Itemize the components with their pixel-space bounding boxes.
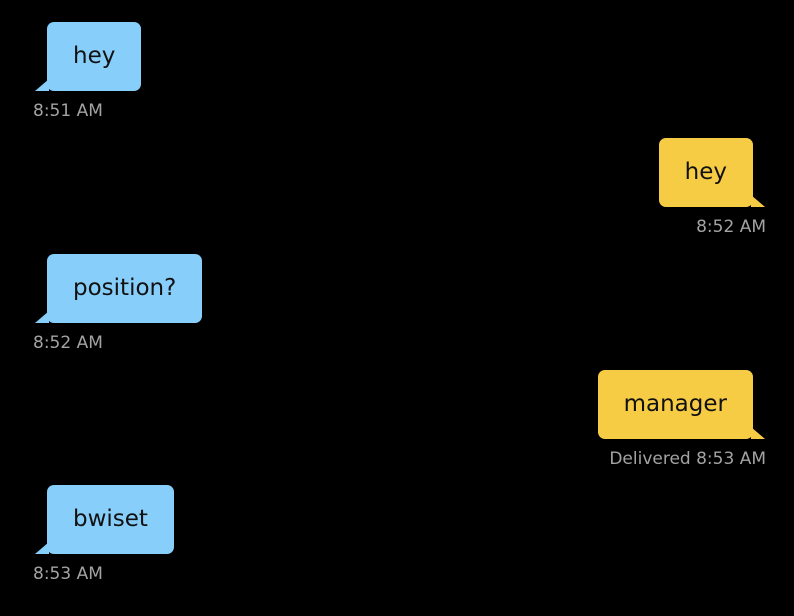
bubble-tail (751, 427, 765, 439)
message-text: bwiset (73, 506, 148, 532)
message-text: manager (623, 391, 727, 417)
outgoing-message: manager (597, 370, 765, 439)
message-bubble[interactable]: bwiset (35, 485, 174, 554)
bubble-tail (751, 195, 765, 207)
bubble-tail (35, 311, 49, 323)
bubble-tail (35, 542, 49, 554)
incoming-message: bwiset (35, 485, 177, 554)
message-bubble[interactable]: manager (597, 370, 765, 439)
outgoing-message: hey (658, 138, 765, 207)
message-text: hey (684, 159, 727, 185)
message-bubble[interactable]: position? (35, 254, 203, 323)
incoming-message: position? (35, 254, 205, 323)
message-timestamp: 8:52 AM (696, 217, 766, 237)
message-bubble[interactable]: hey (35, 22, 142, 91)
message-timestamp: 8:51 AM (33, 101, 103, 121)
incoming-message: hey (35, 22, 142, 91)
message-timestamp: 8:53 AM (33, 564, 103, 584)
message-bubble[interactable]: hey (658, 138, 765, 207)
message-timestamp: 8:52 AM (33, 333, 103, 353)
bubble-tail (35, 79, 49, 91)
delivery-status: Delivered 8:53 AM (609, 449, 766, 469)
message-text: hey (73, 43, 116, 69)
message-text: position? (73, 275, 177, 301)
